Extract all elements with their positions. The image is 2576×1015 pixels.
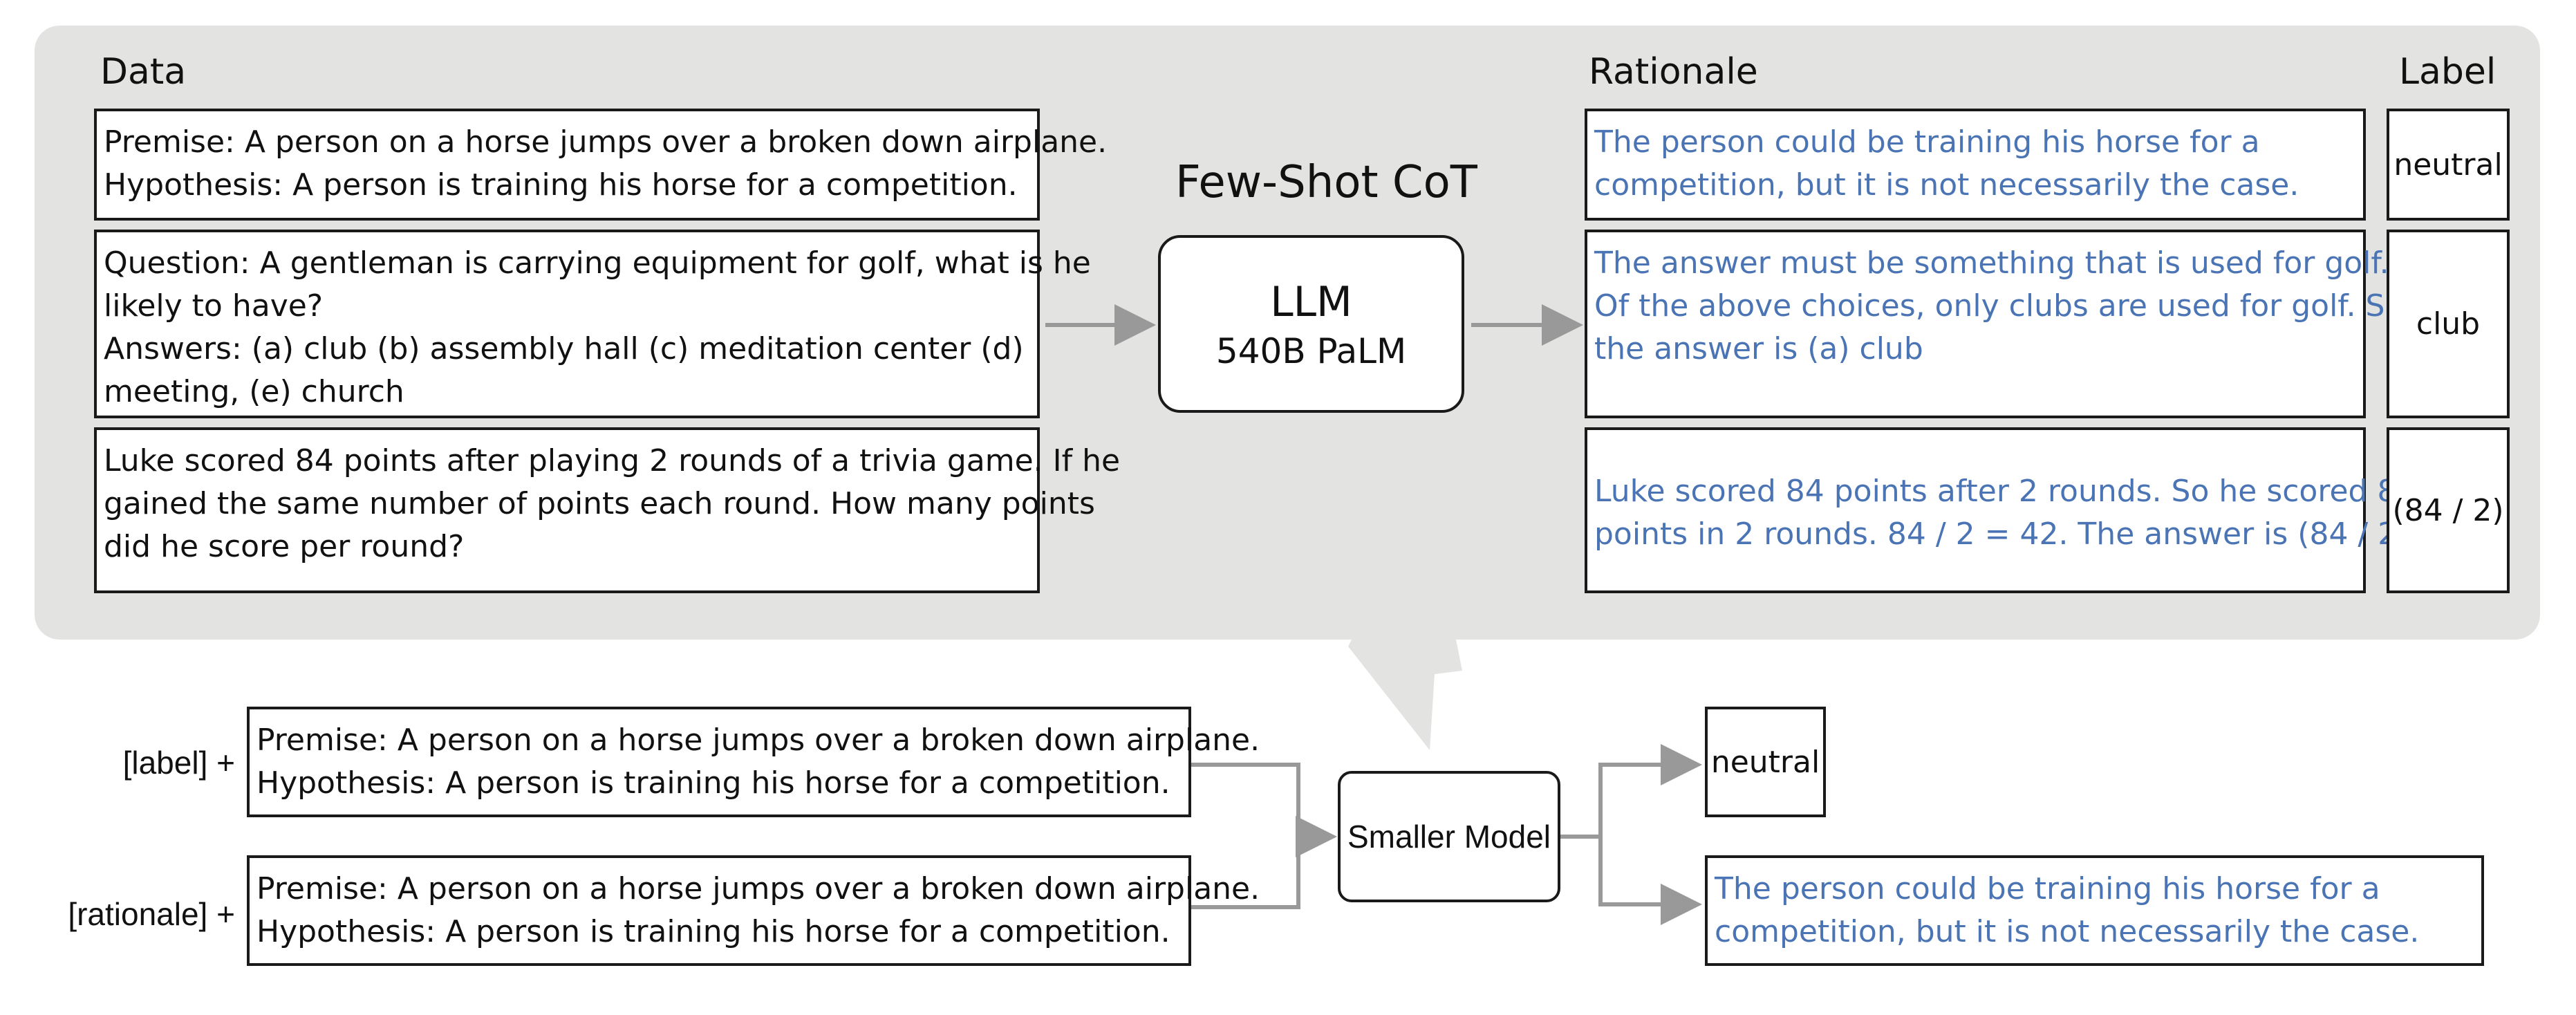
data-heading: Data: [100, 51, 187, 93]
rationale-output-box: The person could be training his horse f…: [1705, 855, 2484, 966]
input-line: Hypothesis: A person is training his hor…: [256, 914, 1170, 949]
data-line: Premise: A person on a horse jumps over …: [104, 124, 1108, 160]
rationale-line: Luke scored 84 points after 2 rounds. So…: [1594, 474, 2416, 509]
arrow-to-label-output: [1598, 744, 1702, 837]
data-box-nli: Premise: A person on a horse jumps over …: [94, 109, 1108, 221]
label-output-box: neutral: [1705, 707, 1826, 817]
rationale-heading: Rationale: [1589, 51, 1758, 93]
output-line: The person could be training his horse f…: [1715, 871, 2380, 906]
data-line: Answers: (a) club (b) assembly hall (c) …: [104, 331, 1024, 366]
label-heading: Label: [2399, 51, 2496, 93]
arrow-to-rationale-output: [1598, 837, 1702, 925]
few-shot-cot-title: Few-Shot CoT: [1175, 157, 1477, 208]
rationale-box-nli: The person could be training his horse f…: [1585, 109, 2366, 221]
rationale-line: competition, but it is not necessarily t…: [1594, 167, 2299, 203]
rationale-prefix: [rationale] +: [68, 896, 235, 932]
rationale-line: The person could be training his horse f…: [1594, 124, 2260, 160]
output-line: competition, but it is not necessarily t…: [1715, 914, 2420, 949]
connector-inputs-merge: [1191, 763, 1300, 909]
label-input-box: Premise: A person on a horse jumps over …: [247, 707, 1260, 817]
label-box-commonsense: club: [2387, 230, 2510, 418]
data-line: Hypothesis: A person is training his hor…: [104, 167, 1018, 203]
data-line: meeting, (e) church: [104, 374, 404, 409]
data-line: did he score per round?: [104, 529, 465, 564]
rationale-box-math: Luke scored 84 points after 2 rounds. So…: [1585, 427, 2416, 593]
rationale-input-box: Premise: A person on a horse jumps over …: [247, 855, 1260, 966]
smaller-model-box: Smaller Model: [1338, 771, 1560, 902]
llm-name: LLM: [1270, 277, 1352, 326]
label-box-nli: neutral: [2387, 109, 2510, 221]
data-line: likely to have?: [104, 288, 324, 324]
callout-pointer: [1348, 619, 1462, 750]
rationale-line: points in 2 rounds. 84 / 2 = 42. The ans…: [1594, 516, 2409, 552]
label-prefix: [label] +: [122, 745, 235, 781]
rationale-line: the answer is (a) club: [1594, 331, 1923, 366]
label-box-math: (84 / 2): [2387, 427, 2510, 593]
input-line: Hypothesis: A person is training his hor…: [256, 765, 1170, 801]
llm-model: 540B PaLM: [1215, 330, 1407, 371]
llm-box: LLM 540B PaLM: [1158, 235, 1464, 413]
